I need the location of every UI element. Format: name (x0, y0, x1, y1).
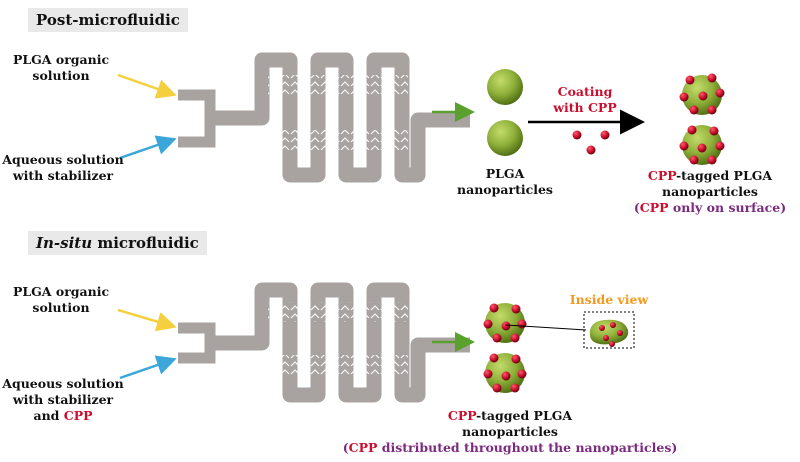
post-product-label: PLGA nanoparticles (457, 166, 553, 197)
inside-view-connector (504, 324, 587, 331)
input-arrow-blue-top (119, 135, 177, 160)
post-input1-label: PLGA organic solution (12, 52, 110, 83)
insitu-input2-label: Aqueous solution with stabilizer and CPP (2, 376, 124, 423)
cpp-tagged-particle-top-2 (679, 125, 725, 165)
insitu-result-label: CPP-tagged PLGA nanoparticles (CPP distr… (342, 408, 678, 455)
cpp-tagged-particle-bottom-2 (483, 353, 527, 393)
plga-nanoparticle-2 (487, 120, 523, 156)
cpp-tagged-particle-bottom-1 (483, 303, 527, 343)
free-cpp-dots (572, 130, 610, 155)
input-arrow-blue-bottom (119, 355, 177, 380)
plga-nanoparticle-1 (487, 69, 523, 105)
microfluidic-chip-top (178, 52, 470, 183)
coating-step-label: Coating with CPP (553, 84, 617, 115)
inside-view-box (583, 311, 635, 349)
inside-view-cross-section (589, 319, 629, 347)
post-microfluidic-title: Post-microfluidic (28, 8, 188, 32)
post-input2-label: Aqueous solution with stabilizer (2, 152, 124, 183)
input-arrow-yellow-top (117, 73, 177, 99)
microfluidic-chip-bottom (178, 282, 470, 403)
inside-view-label: Inside view (569, 292, 649, 307)
in-situ-microfluidic-title: In-situ microfluidic (28, 231, 207, 255)
insitu-input1-label: PLGA organic solution (12, 284, 110, 315)
input-arrow-yellow-bottom (117, 308, 177, 332)
post-result-label: CPP-tagged PLGA nanoparticles (CPP only … (633, 168, 787, 215)
cpp-tagged-particle-top-1 (679, 73, 725, 115)
